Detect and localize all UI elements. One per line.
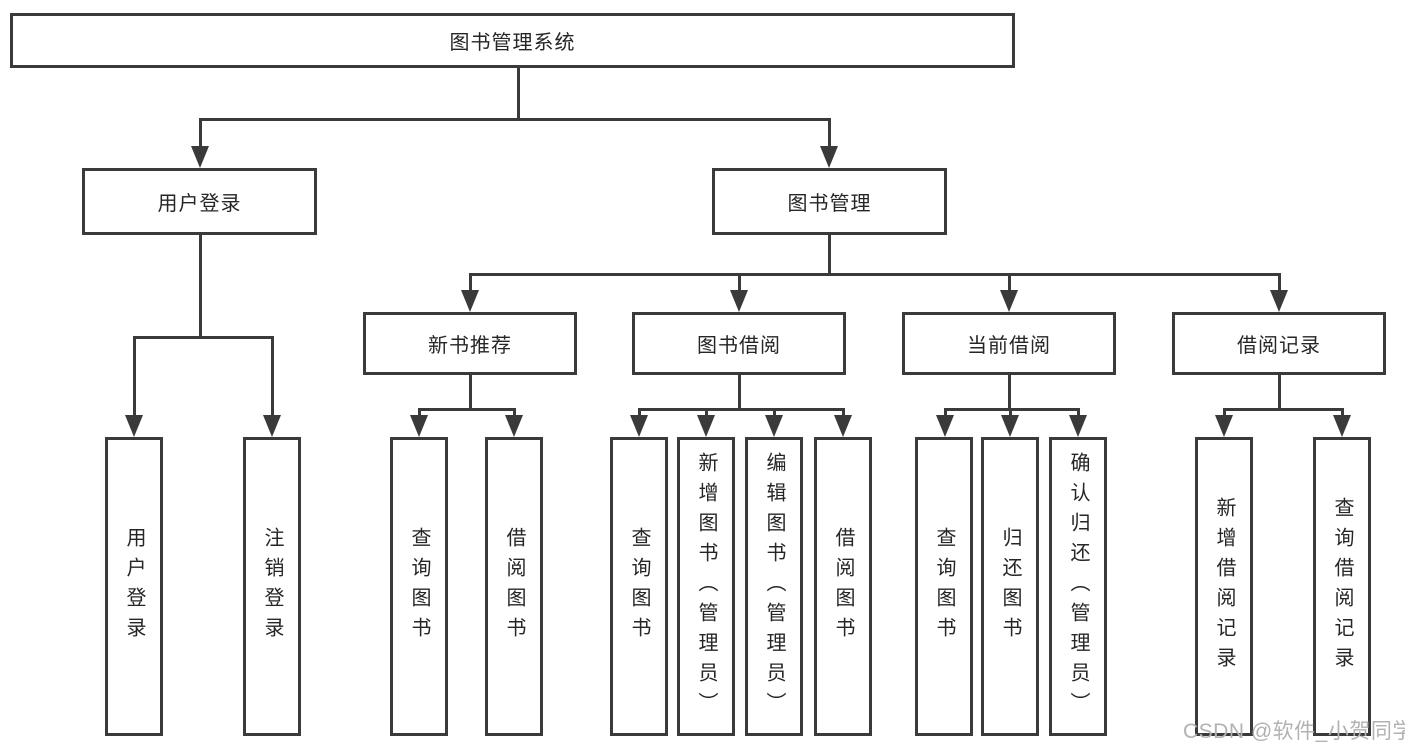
arrow-down-icon <box>125 415 143 437</box>
leaf-label: 归还图书 <box>999 526 1021 647</box>
leaf-records-add-record: 新增借阅记录 <box>1195 437 1253 736</box>
node-label: 当前借阅 <box>967 335 1051 357</box>
arrow-down-icon <box>765 415 783 437</box>
arrow-down-icon <box>1215 415 1233 437</box>
leaf-label: 用户登录 <box>123 526 145 647</box>
connector-line <box>133 336 136 417</box>
arrow-down-icon <box>1069 415 1087 437</box>
leaf-label: 新增借阅记录 <box>1213 496 1235 677</box>
node-label: 用户登录 <box>157 193 242 215</box>
leaf-borrowing-query-books: 查询图书 <box>610 437 668 736</box>
arrow-down-icon <box>1333 415 1351 437</box>
connector-line <box>517 68 520 118</box>
connector-line <box>944 408 947 418</box>
node-library-system: 图书管理系统 <box>10 13 1015 68</box>
connector-line <box>1278 273 1281 293</box>
connector-line <box>271 336 274 417</box>
arrow-down-icon <box>834 415 852 437</box>
connector-line <box>469 273 472 293</box>
connector-line <box>418 408 516 411</box>
node-label: 图书管理 <box>787 193 872 215</box>
leaf-label: 查询借阅记录 <box>1331 496 1353 677</box>
connector-line <box>1008 375 1011 408</box>
arrow-down-icon <box>1000 290 1018 312</box>
leaf-current-query-books: 查询图书 <box>915 437 973 736</box>
connector-line <box>469 273 1281 276</box>
leaf-label: 借阅图书 <box>832 526 854 647</box>
connector-line <box>199 235 202 336</box>
leaf-label: 查询图书 <box>628 526 650 647</box>
arrow-down-icon <box>630 415 648 437</box>
leaf-current-return-books: 归还图书 <box>981 437 1039 736</box>
leaf-label: 查询图书 <box>408 526 430 647</box>
arrow-down-icon <box>263 415 281 437</box>
leaf-label: 查询图书 <box>933 526 955 647</box>
node-book-management: 图书管理 <box>712 168 947 235</box>
connector-line <box>513 408 516 418</box>
node-new-book-recommend: 新书推荐 <box>363 312 577 375</box>
connector-line <box>738 375 741 408</box>
connector-line <box>828 118 831 152</box>
connector-line <box>828 235 831 273</box>
leaf-label: 借阅图书 <box>503 526 525 647</box>
connector-line <box>199 118 202 152</box>
leaf-label: 编辑图书（管理员） <box>763 451 785 722</box>
connector-line <box>1077 408 1080 418</box>
connector-line <box>638 408 845 411</box>
node-borrow-records: 借阅记录 <box>1172 312 1386 375</box>
node-book-borrowing: 图书借阅 <box>632 312 846 375</box>
arrow-down-icon <box>505 415 523 437</box>
arrow-down-icon <box>461 290 479 312</box>
connector-line <box>1223 408 1344 411</box>
arrow-down-icon <box>730 290 748 312</box>
node-label: 图书借阅 <box>697 335 781 357</box>
arrow-down-icon <box>936 415 954 437</box>
connector-line <box>199 118 831 121</box>
connector-line <box>944 408 1080 411</box>
connector-line <box>469 375 472 408</box>
connector-line <box>773 408 776 418</box>
leaf-borrowing-add-books-admin: 新增图书（管理员） <box>677 437 735 736</box>
leaf-user-login: 用户登录 <box>105 437 163 736</box>
connector-line <box>1341 408 1344 418</box>
leaf-recommend-borrow-books: 借阅图书 <box>485 437 543 736</box>
watermark: CSDN @软件_小贺同学 <box>1183 720 1405 743</box>
connector-line <box>738 273 741 293</box>
connector-line <box>1223 408 1226 418</box>
connector-line <box>705 408 708 418</box>
leaf-label: 注销登录 <box>261 526 283 647</box>
arrow-down-icon <box>820 146 838 168</box>
leaf-logout: 注销登录 <box>243 437 301 736</box>
connector-line <box>1009 408 1012 418</box>
node-label: 借阅记录 <box>1237 335 1321 357</box>
node-user-login: 用户登录 <box>82 168 317 235</box>
connector-line <box>842 408 845 418</box>
arrow-down-icon <box>191 146 209 168</box>
connector-line <box>638 408 641 418</box>
leaf-recommend-query-books: 查询图书 <box>390 437 448 736</box>
connector-line <box>418 408 421 418</box>
connector-line <box>1278 375 1281 408</box>
arrow-down-icon <box>410 415 428 437</box>
arrow-down-icon <box>1270 290 1288 312</box>
leaf-label: 新增图书（管理员） <box>695 451 717 722</box>
connector-line <box>133 336 274 339</box>
connector-line <box>1008 273 1011 293</box>
node-label: 新书推荐 <box>428 335 512 357</box>
arrow-down-icon <box>697 415 715 437</box>
leaf-current-confirm-return-admin: 确认归还（管理员） <box>1049 437 1107 736</box>
arrow-down-icon <box>1001 415 1019 437</box>
leaf-borrowing-borrow-books: 借阅图书 <box>814 437 872 736</box>
leaf-label: 确认归还（管理员） <box>1067 451 1089 722</box>
leaf-borrowing-edit-books-admin: 编辑图书（管理员） <box>745 437 803 736</box>
leaf-records-query-record: 查询借阅记录 <box>1313 437 1371 736</box>
node-label: 图书管理系统 <box>449 32 576 54</box>
node-current-borrowing: 当前借阅 <box>902 312 1116 375</box>
